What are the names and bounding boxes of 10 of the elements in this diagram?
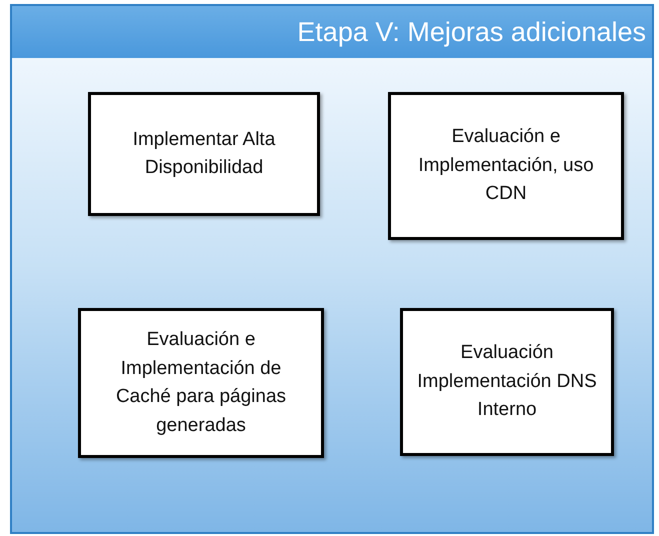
task-box — [388, 92, 624, 240]
task-text: Implementar Alta Disponibilidad — [132, 128, 276, 180]
task-box — [78, 308, 324, 458]
task-text: Evaluación e Implementación de Caché para páginas generadas — [114, 328, 288, 438]
task-box — [400, 308, 614, 456]
task-box — [88, 92, 320, 216]
task-text: Evaluación e Implementación, uso CDN — [417, 125, 595, 206]
stage-panel — [10, 4, 654, 534]
panel-title: Etapa V: Mejoras adicionales — [297, 16, 646, 48]
task-text: Evaluación Implementación DNS Interno — [416, 341, 598, 422]
